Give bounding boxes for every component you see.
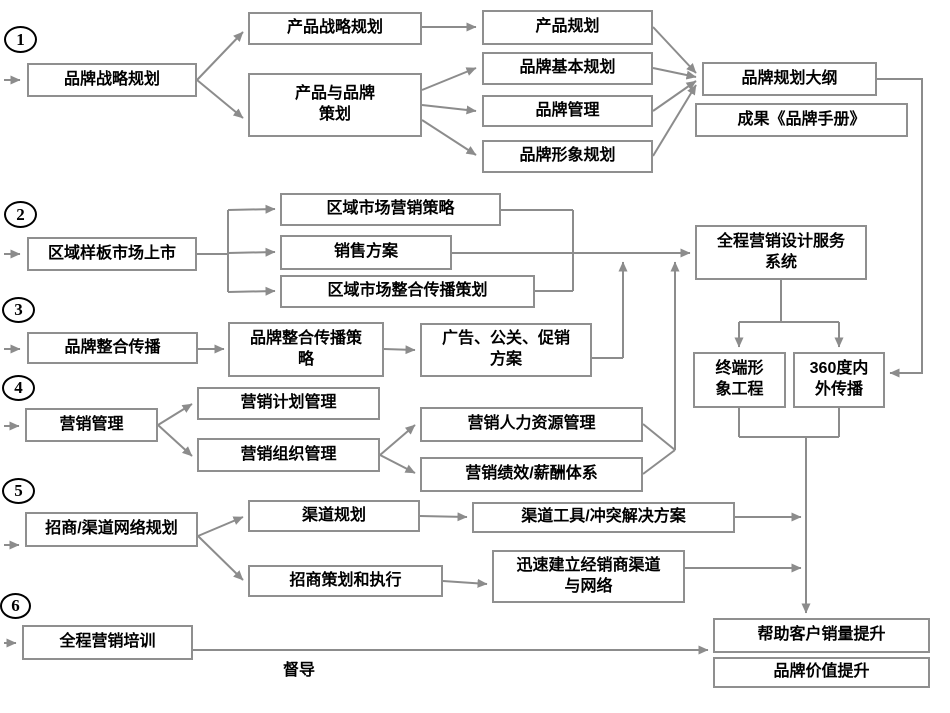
node-marketing-plan-mgmt: 营销计划管理 [197, 387, 380, 420]
step-circle-5: 5 [2, 478, 35, 504]
edge-network-channelplanning [197, 516, 244, 537]
node-brand-basic-planning: 品牌基本规划 [482, 52, 653, 85]
node-brand-image-planning: 品牌形象规划 [482, 140, 653, 173]
supervision-label: 督导 [283, 662, 316, 679]
step-circle-4: 4 [2, 375, 35, 401]
node-regional-integrated-comm: 区域市场整合传播策划 [280, 275, 535, 308]
node-brand-value-increase: 品牌价值提升 [713, 657, 930, 688]
edge-strategy-adpr [383, 345, 416, 355]
edge-investment-dealer [442, 578, 488, 588]
node-channel-tools-conflict: 渠道工具/冲突解决方案 [472, 502, 735, 533]
node-help-customer-sales-increase: 帮助客户销量提升 [713, 618, 930, 653]
node-full-marketing-training: 全程营销培训 [22, 625, 193, 660]
edge-brandstrategy-productbrand [196, 79, 244, 119]
edge-mktmgmt-planmgmt [157, 403, 193, 426]
edge-brandstrategy-productstrategy [196, 31, 244, 81]
edge-productbrand-basic [421, 67, 477, 91]
node-channel-network-planning: 招商/渠道网络规划 [25, 512, 198, 547]
node-result-brand-manual: 成果《品牌手册》 [695, 103, 908, 137]
edge-productbrand-image [421, 119, 477, 156]
edge-orgmgmt-performance [379, 454, 416, 474]
node-investment-planning-execution: 招商策划和执行 [248, 565, 443, 597]
edge-image-outline [652, 84, 697, 157]
node-brand-management: 品牌管理 [482, 95, 653, 127]
step-circle-3: 3 [2, 297, 35, 323]
edge-channelplanning-tools [419, 512, 468, 522]
step-circle-6: 6 [0, 593, 31, 619]
node-terminal-image-project: 终端形 象工程 [693, 352, 786, 408]
node-product-brand-planning: 产品与品牌 策划 [248, 73, 422, 137]
node-product-planning: 产品规划 [482, 10, 653, 45]
node-product-strategy: 产品战略规划 [248, 12, 422, 45]
node-brand-integrated-comm-strategy: 品牌整合传播策 略 [228, 322, 384, 377]
node-channel-planning: 渠道规划 [248, 500, 420, 532]
step-circle-2: 2 [4, 201, 37, 228]
edge-branch-salesplan [227, 247, 276, 257]
node-marketing-org-mgmt: 营销组织管理 [197, 438, 380, 472]
edge-productbrand-mgmt [421, 104, 477, 115]
plain-segments [197, 209, 840, 475]
edge-basic-outline [652, 67, 697, 80]
edge-branch-integratedcomm [227, 286, 276, 296]
edge-outline-360 [877, 78, 923, 378]
node-ad-pr-promotion: 广告、公关、促销 方案 [420, 323, 592, 377]
step-circle-1: 1 [4, 26, 37, 53]
edge-orgmgmt-hr [379, 424, 416, 456]
node-360-comm: 360度内 外传播 [793, 352, 885, 408]
node-brand-strategy: 品牌战略规划 [27, 63, 197, 97]
node-marketing-performance-salary: 营销绩效/薪酬体系 [420, 457, 643, 492]
node-brand-integrated-comm: 品牌整合传播 [27, 332, 198, 364]
node-marketing-hr-mgmt: 营销人力资源管理 [420, 407, 643, 442]
node-sales-plan: 销售方案 [280, 235, 452, 270]
node-regional-market-launch: 区域样板市场上市 [27, 237, 197, 271]
edge-mktmgmt-orgmgmt [157, 424, 193, 457]
node-marketing-management: 营销管理 [25, 408, 158, 442]
edge-network-investment [197, 535, 244, 581]
edge-productplanning-outline [652, 26, 697, 74]
node-brand-planning-outline: 品牌规划大纲 [702, 62, 877, 96]
node-regional-marketing-strategy: 区域市场营销策略 [280, 193, 501, 226]
node-build-dealer-network: 迅速建立经销商渠道 与网络 [492, 550, 685, 603]
edge-branch-regionalstrategy [227, 204, 276, 214]
node-full-marketing-design-system: 全程营销设计服务 系统 [695, 225, 867, 280]
